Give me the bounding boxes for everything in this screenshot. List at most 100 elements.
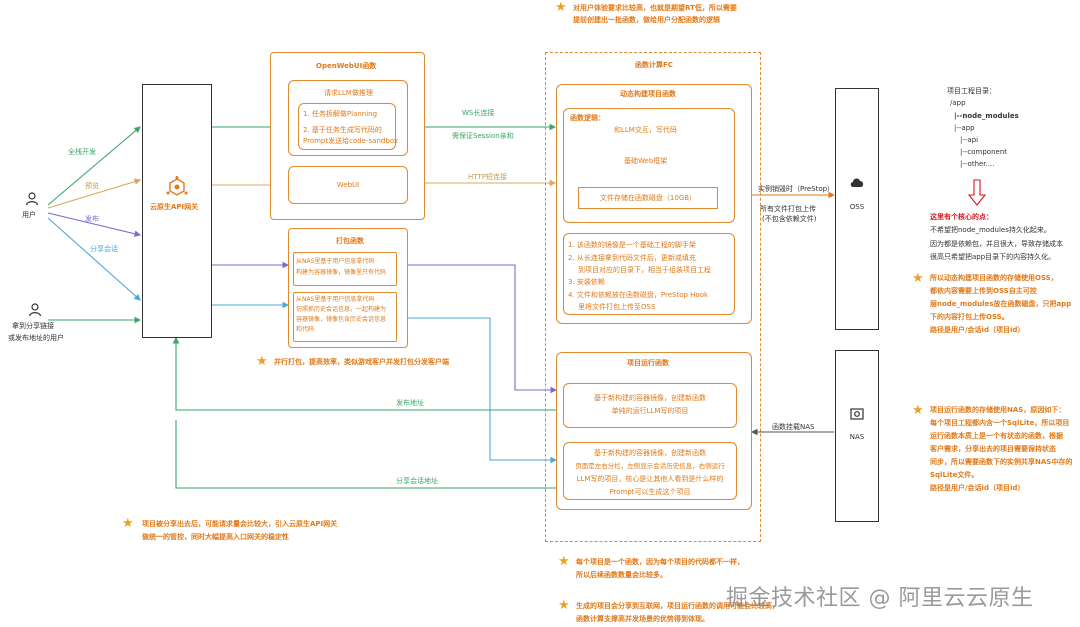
user-label: 用户 (22, 211, 36, 219)
dynamic-title: 动态构建项目函数 (620, 90, 676, 98)
note-oss-4: 下的内容打包上传OSS。 (930, 313, 1009, 321)
fc-list-3: 到项目对应的目录下，相当于组装项目工程 (578, 266, 711, 274)
tree-l4: |--api (960, 136, 979, 144)
run-card-2 (563, 442, 737, 500)
pack-card-2-line-3: 容器镜像，镜像包含历史会话信息 (296, 316, 387, 323)
api-gateway (142, 84, 212, 338)
share-user-line2: 或发布地址的用户 (8, 334, 64, 342)
label-ws: WS长连接 (462, 109, 495, 117)
note-bottom-1: 每个项目是一个函数，因为每个项目的代码都不一样， (576, 558, 744, 566)
fc-list-4: 3. 安装依赖 (568, 278, 605, 286)
dynamic-notes (563, 233, 735, 315)
task-item-3: Prompt发送给code-sandbox (303, 137, 398, 145)
pack-title: 打包函数 (336, 237, 364, 245)
note-nas-1: 项目运行函数的存储使用NAS，原因如下： (930, 406, 1066, 414)
pack-card-1 (293, 252, 397, 286)
note-nas-3: 运行函数本质上是一个有状态的函数，根据 (930, 432, 1063, 440)
pack-card-2-line-1: 从NAS里基于用户信息拿代码 (296, 296, 375, 303)
star-icon: ★ (912, 403, 924, 418)
note-nas-7: 路径是用户/会话id（项目id） (930, 484, 1025, 492)
gateway-label: 云原生API网关 (150, 203, 199, 211)
run-card-1-line-2: 单纯的运行LLM写的项目 (611, 407, 689, 415)
line-publish (47, 212, 142, 237)
disk-box (578, 187, 718, 209)
fc-list-1: 1. 该函数的镜像是一个基础工程的脚手架 (568, 241, 696, 249)
star-icon: ★ (912, 271, 924, 286)
tree-l1: /app (950, 99, 966, 107)
line-share (47, 217, 141, 301)
star-icon: ★ (558, 554, 570, 569)
label-offline: 实例销毁时（PreStop） (758, 185, 835, 193)
down-arrow-icon (967, 179, 987, 206)
note-oss-3: 层node_modules放在函数磁盘，只把app (930, 300, 1072, 308)
user-icon (22, 192, 42, 209)
note-gateway-1: 项目被分享出去后，可能请求量会比较大，引入云原生API网关 (142, 520, 338, 528)
note-top-1: 对用户体验要求比较高，也就是期望RT低，所以需要 (573, 4, 737, 12)
note-oss-5: 路径是用户/会话id（项目id） (930, 326, 1025, 334)
run-card-2-line-3: LLM写的项目，核心是让其他人看到是什么样的 (576, 475, 724, 483)
logic-step-2: 基础Web框架 (624, 157, 668, 165)
star-icon: ★ (555, 0, 567, 15)
star-icon: ★ (122, 516, 134, 531)
share-user-line1: 拿到分享链接 (12, 322, 54, 330)
note-pack: 并行打包，提高效率，类似游戏客户并发打包分发客户端 (274, 358, 449, 366)
pack-card-2-line-2: 仿照抓历史会话信息，一起构建为 (296, 306, 387, 313)
fc-title: 函数计算FC (635, 61, 673, 69)
pack-card-1-line-2: 构建为容器镜像，镜像里只有代码 (296, 269, 387, 276)
label-preview: 预览 (85, 182, 99, 190)
note-nas-2: 每个项目工程都内含一个SqlLite，所以项目 (930, 419, 1070, 427)
tree-l6: |--other.... (960, 160, 995, 168)
share-user-icon (25, 303, 45, 320)
webui-label: WebUI (336, 181, 360, 189)
nas-icon (846, 408, 868, 423)
run-card-2-line-2: 页面是左右分栏，左侧显示会话历史信息，右侧运行 (575, 462, 725, 470)
note-bottom-2: 所以后续函数数量会比较多。 (576, 571, 667, 579)
note-nas-4: 客户需求，分享出去的项目需要保持状态 (930, 445, 1056, 453)
nas-storage (835, 350, 879, 522)
watermark: 掘金技术社区 @ 阿里云云原生 (726, 586, 1034, 611)
star-icon: ★ (558, 598, 570, 613)
run-card-2-line-1: 基于新构建的容器镜像，创建新函数 (594, 449, 706, 457)
note-gateway-2: 做统一的管控，同时大幅提高入口网关的稳定性 (142, 533, 289, 541)
run-card-2-line-4: Prompt可以生成这个项目 (609, 488, 691, 496)
task-item-1: 1. 任务拆解做Planning (303, 110, 378, 118)
star-icon: ★ (256, 354, 268, 369)
core-line-2: 因为都是依赖包，并且很大，导致存储成本 (930, 240, 1063, 248)
label-develop: 全栈开发 (68, 148, 96, 156)
note-oss-2: 都依内容需要上传到OSS自主可控 (930, 287, 1037, 295)
run-title: 项目运行函数 (627, 359, 669, 367)
core-line-3: 很高只希望把app目录下的内容持久化。 (930, 253, 1056, 261)
logic-step-1: 和LLM交互，写代码 (614, 126, 677, 134)
label-ws-note: 需保证Session亲和 (452, 132, 514, 140)
fc-container (545, 52, 761, 542)
label-share: 分享会话 (90, 245, 118, 253)
note-oss-1: 所以动态构建项目函数的存储使用OSS， (930, 274, 1058, 282)
openwebui-title: OpenWebUI函数 (316, 62, 377, 70)
label-http: HTTP短连接 (468, 173, 507, 181)
cloud-icon (846, 176, 868, 191)
pack-card-1-line-1: 从NAS里基于用户信息拿代码 (296, 258, 375, 265)
label-nas-mount: 函数挂载NAS (772, 423, 815, 431)
pack-card-2-line-4: 和代码 (296, 326, 315, 333)
note-bottom-4: 函数计算支撑高并发场景的优势得到体现。 (576, 615, 709, 623)
note-bottom-3: 生成的项目会分享到互联网，项目运行函数的调用可能会比较高， (576, 602, 779, 610)
oss-label: OSS (849, 203, 865, 211)
label-upload2: (不包含依赖文件) (762, 215, 817, 223)
logic-title: 函数逻辑： (570, 114, 605, 122)
gateway-icon (165, 176, 189, 201)
label-publish-addr: 发布地址 (396, 399, 424, 407)
note-nas-6: SqlLite文件。 (930, 471, 979, 479)
note-top-2: 提前创建出一批函数，做给用户分配函数的逻辑 (573, 16, 720, 24)
tree-title: 项目工程目录： (947, 87, 996, 95)
core-line-1: 不希望把node_modules持久化起来。 (930, 226, 1051, 234)
task-list (298, 103, 396, 150)
webui-box (288, 166, 408, 204)
nas-label: NAS (849, 433, 865, 441)
openwebui-subtitle: 请求LLM做推理 (324, 89, 373, 97)
line-preview (47, 178, 142, 209)
fc-list-6: 里将文件打包上传至OSS (578, 303, 656, 311)
label-share-addr: 分享会话地址 (396, 477, 438, 485)
run-card-1 (563, 383, 737, 428)
tree-l2: |--node_modules (954, 112, 1019, 120)
